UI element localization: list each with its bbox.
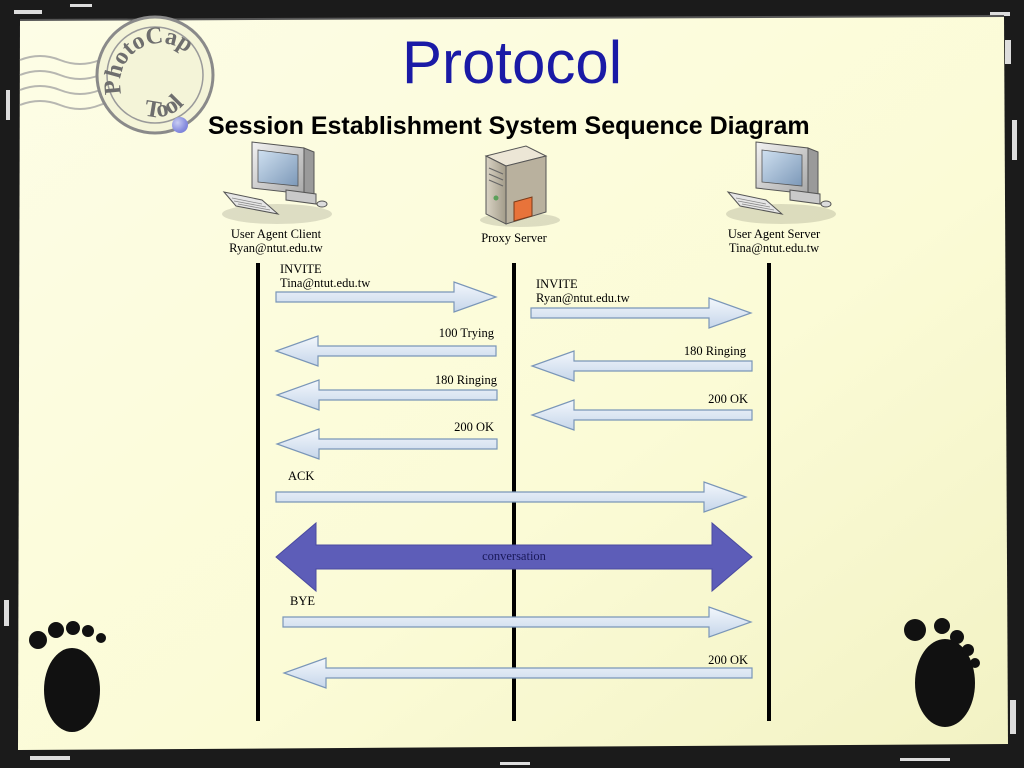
proxy-server-icon: [480, 145, 560, 227]
participant-client-address: Ryan@ntut.edu.tw: [229, 241, 323, 255]
arrow-100-trying-proxy-to-client: [274, 335, 497, 367]
participant-client-label: User Agent Client Ryan@ntut.edu.tw: [206, 227, 346, 255]
participant-proxy-name: Proxy Server: [481, 231, 547, 245]
msg-200-ok-final-label: 200 OK: [708, 653, 748, 667]
conversation-arrow: [275, 521, 753, 593]
msg-180-ringing-proxy-label: 180 Ringing: [434, 373, 497, 387]
arrow-invite-proxy-to-server: [530, 297, 753, 329]
photocap-stamp: PhotoCap Tool: [83, 9, 215, 135]
arrow-180-ringing-proxy-to-client: [275, 379, 498, 411]
msg-ack-label: ACK: [288, 469, 315, 483]
participant-server-name: User Agent Server: [727, 227, 821, 241]
msg-invite-client-label: INVITE Tina@ntut.edu.tw: [280, 262, 370, 290]
participant-proxy-label: Proxy Server: [444, 231, 584, 245]
arrow-200-ok-proxy-to-client: [275, 428, 498, 460]
participant-server-label: User Agent Server Tina@ntut.edu.tw: [704, 227, 844, 255]
msg-180-ringing-server-label: 180 Ringing: [683, 344, 746, 358]
msg-200-ok-proxy-label: 200 OK: [454, 420, 494, 434]
client-computer-icon: [222, 141, 332, 224]
participant-client-name: User Agent Client: [230, 227, 322, 241]
arrow-200-ok-server-to-client: [282, 657, 753, 689]
slide-title: Protocol: [401, 29, 623, 96]
msg-bye-label: BYE: [290, 594, 315, 608]
left-footprint-icon: [29, 621, 106, 732]
participant-server-address: Tina@ntut.edu.tw: [728, 241, 820, 255]
border-decoration: [4, 4, 1017, 765]
msg-conversation-label: conversation: [482, 549, 546, 563]
right-footprint-icon: [904, 618, 980, 727]
msg-invite-client-target: Tina@ntut.edu.tw: [280, 276, 371, 290]
msg-invite-client-method: INVITE: [280, 262, 322, 276]
bullet-icon: [172, 117, 188, 133]
arrow-bye-client-to-server: [282, 606, 753, 638]
msg-200-ok-server-label: 200 OK: [708, 392, 748, 406]
arrow-ack-client-to-server: [275, 481, 748, 513]
slide-subtitle: Session Establishment System Sequence Di…: [208, 112, 810, 140]
server-computer-icon: [726, 141, 836, 224]
msg-100-trying-label: 100 Trying: [438, 326, 494, 340]
msg-invite-proxy-target: Ryan@ntut.edu.tw: [536, 291, 630, 305]
arrow-180-ringing-server-to-proxy: [530, 350, 753, 382]
msg-invite-proxy-method: INVITE: [536, 277, 578, 291]
arrow-200-ok-server-to-proxy: [530, 399, 753, 431]
arrow-invite-client-to-proxy: [275, 281, 498, 313]
msg-invite-proxy-label: INVITE Ryan@ntut.edu.tw: [536, 277, 630, 305]
